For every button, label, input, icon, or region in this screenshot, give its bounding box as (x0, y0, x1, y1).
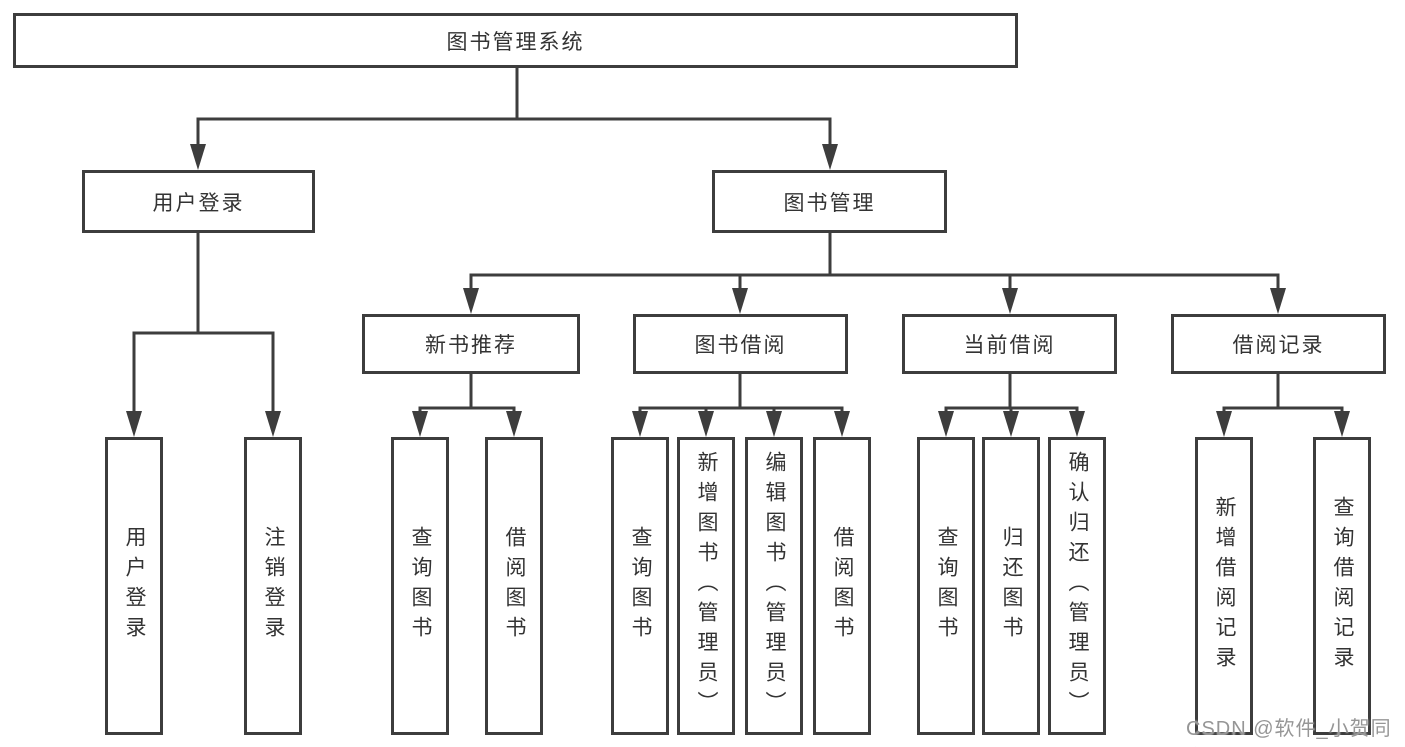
leaf-cb-query-books: 查询图书 (917, 437, 975, 735)
leaf-bb-add-books-admin-label: 新增图书（管理员） (695, 451, 718, 721)
node-borrowing-records-label: 借阅记录 (1232, 334, 1325, 357)
leaf-nb-query-books: 查询图书 (391, 437, 449, 735)
node-book-management-label: 图书管理 (783, 191, 876, 215)
leaf-nb-borrow-books-label: 借阅图书 (503, 526, 526, 646)
leaf-cb-return-books: 归还图书 (982, 437, 1040, 735)
node-book-borrowing: 图书借阅 (633, 314, 848, 374)
node-new-book-recommendation: 新书推荐 (362, 314, 580, 374)
leaf-br-add-record: 新增借阅记录 (1195, 437, 1253, 735)
leaf-br-add-record-label: 新增借阅记录 (1213, 496, 1236, 676)
node-root: 图书管理系统 (13, 13, 1018, 68)
leaf-bb-edit-books-admin: 编辑图书（管理员） (745, 437, 803, 735)
node-root-label: 图书管理系统 (446, 30, 585, 54)
leaf-logout-label: 注销登录 (262, 526, 285, 646)
leaf-user-login: 用户登录 (105, 437, 163, 735)
leaf-br-query-record-label: 查询借阅记录 (1331, 496, 1354, 676)
leaf-cb-query-books-label: 查询图书 (935, 526, 958, 646)
node-book-management: 图书管理 (712, 170, 947, 233)
leaf-br-query-record: 查询借阅记录 (1313, 437, 1371, 735)
leaf-cb-confirm-return-admin: 确认归还（管理员） (1048, 437, 1106, 735)
leaf-bb-edit-books-admin-label: 编辑图书（管理员） (763, 451, 786, 721)
leaf-bb-borrow-books-label: 借阅图书 (831, 526, 854, 646)
csdn-watermark: CSDN @软件_小贺同学 (1186, 718, 1392, 740)
leaf-logout: 注销登录 (244, 437, 302, 735)
leaf-bb-query-books-label: 查询图书 (629, 526, 652, 646)
node-borrowing-records: 借阅记录 (1171, 314, 1386, 374)
leaf-nb-borrow-books: 借阅图书 (485, 437, 543, 735)
leaf-cb-return-books-label: 归还图书 (1000, 526, 1023, 646)
node-book-borrowing-label: 图书借阅 (694, 334, 787, 357)
leaf-user-login-label: 用户登录 (123, 526, 146, 646)
node-user-login-label: 用户登录 (152, 191, 245, 215)
leaf-bb-query-books: 查询图书 (611, 437, 669, 735)
leaf-bb-borrow-books: 借阅图书 (813, 437, 871, 735)
node-new-book-recommendation-label: 新书推荐 (425, 334, 517, 357)
node-current-borrowing-label: 当前借阅 (963, 334, 1056, 357)
node-user-login: 用户登录 (82, 170, 315, 233)
leaf-nb-query-books-label: 查询图书 (409, 526, 432, 646)
leaf-bb-add-books-admin: 新增图书（管理员） (677, 437, 735, 735)
leaf-cb-confirm-return-admin-label: 确认归还（管理员） (1066, 451, 1089, 721)
node-current-borrowing: 当前借阅 (902, 314, 1117, 374)
